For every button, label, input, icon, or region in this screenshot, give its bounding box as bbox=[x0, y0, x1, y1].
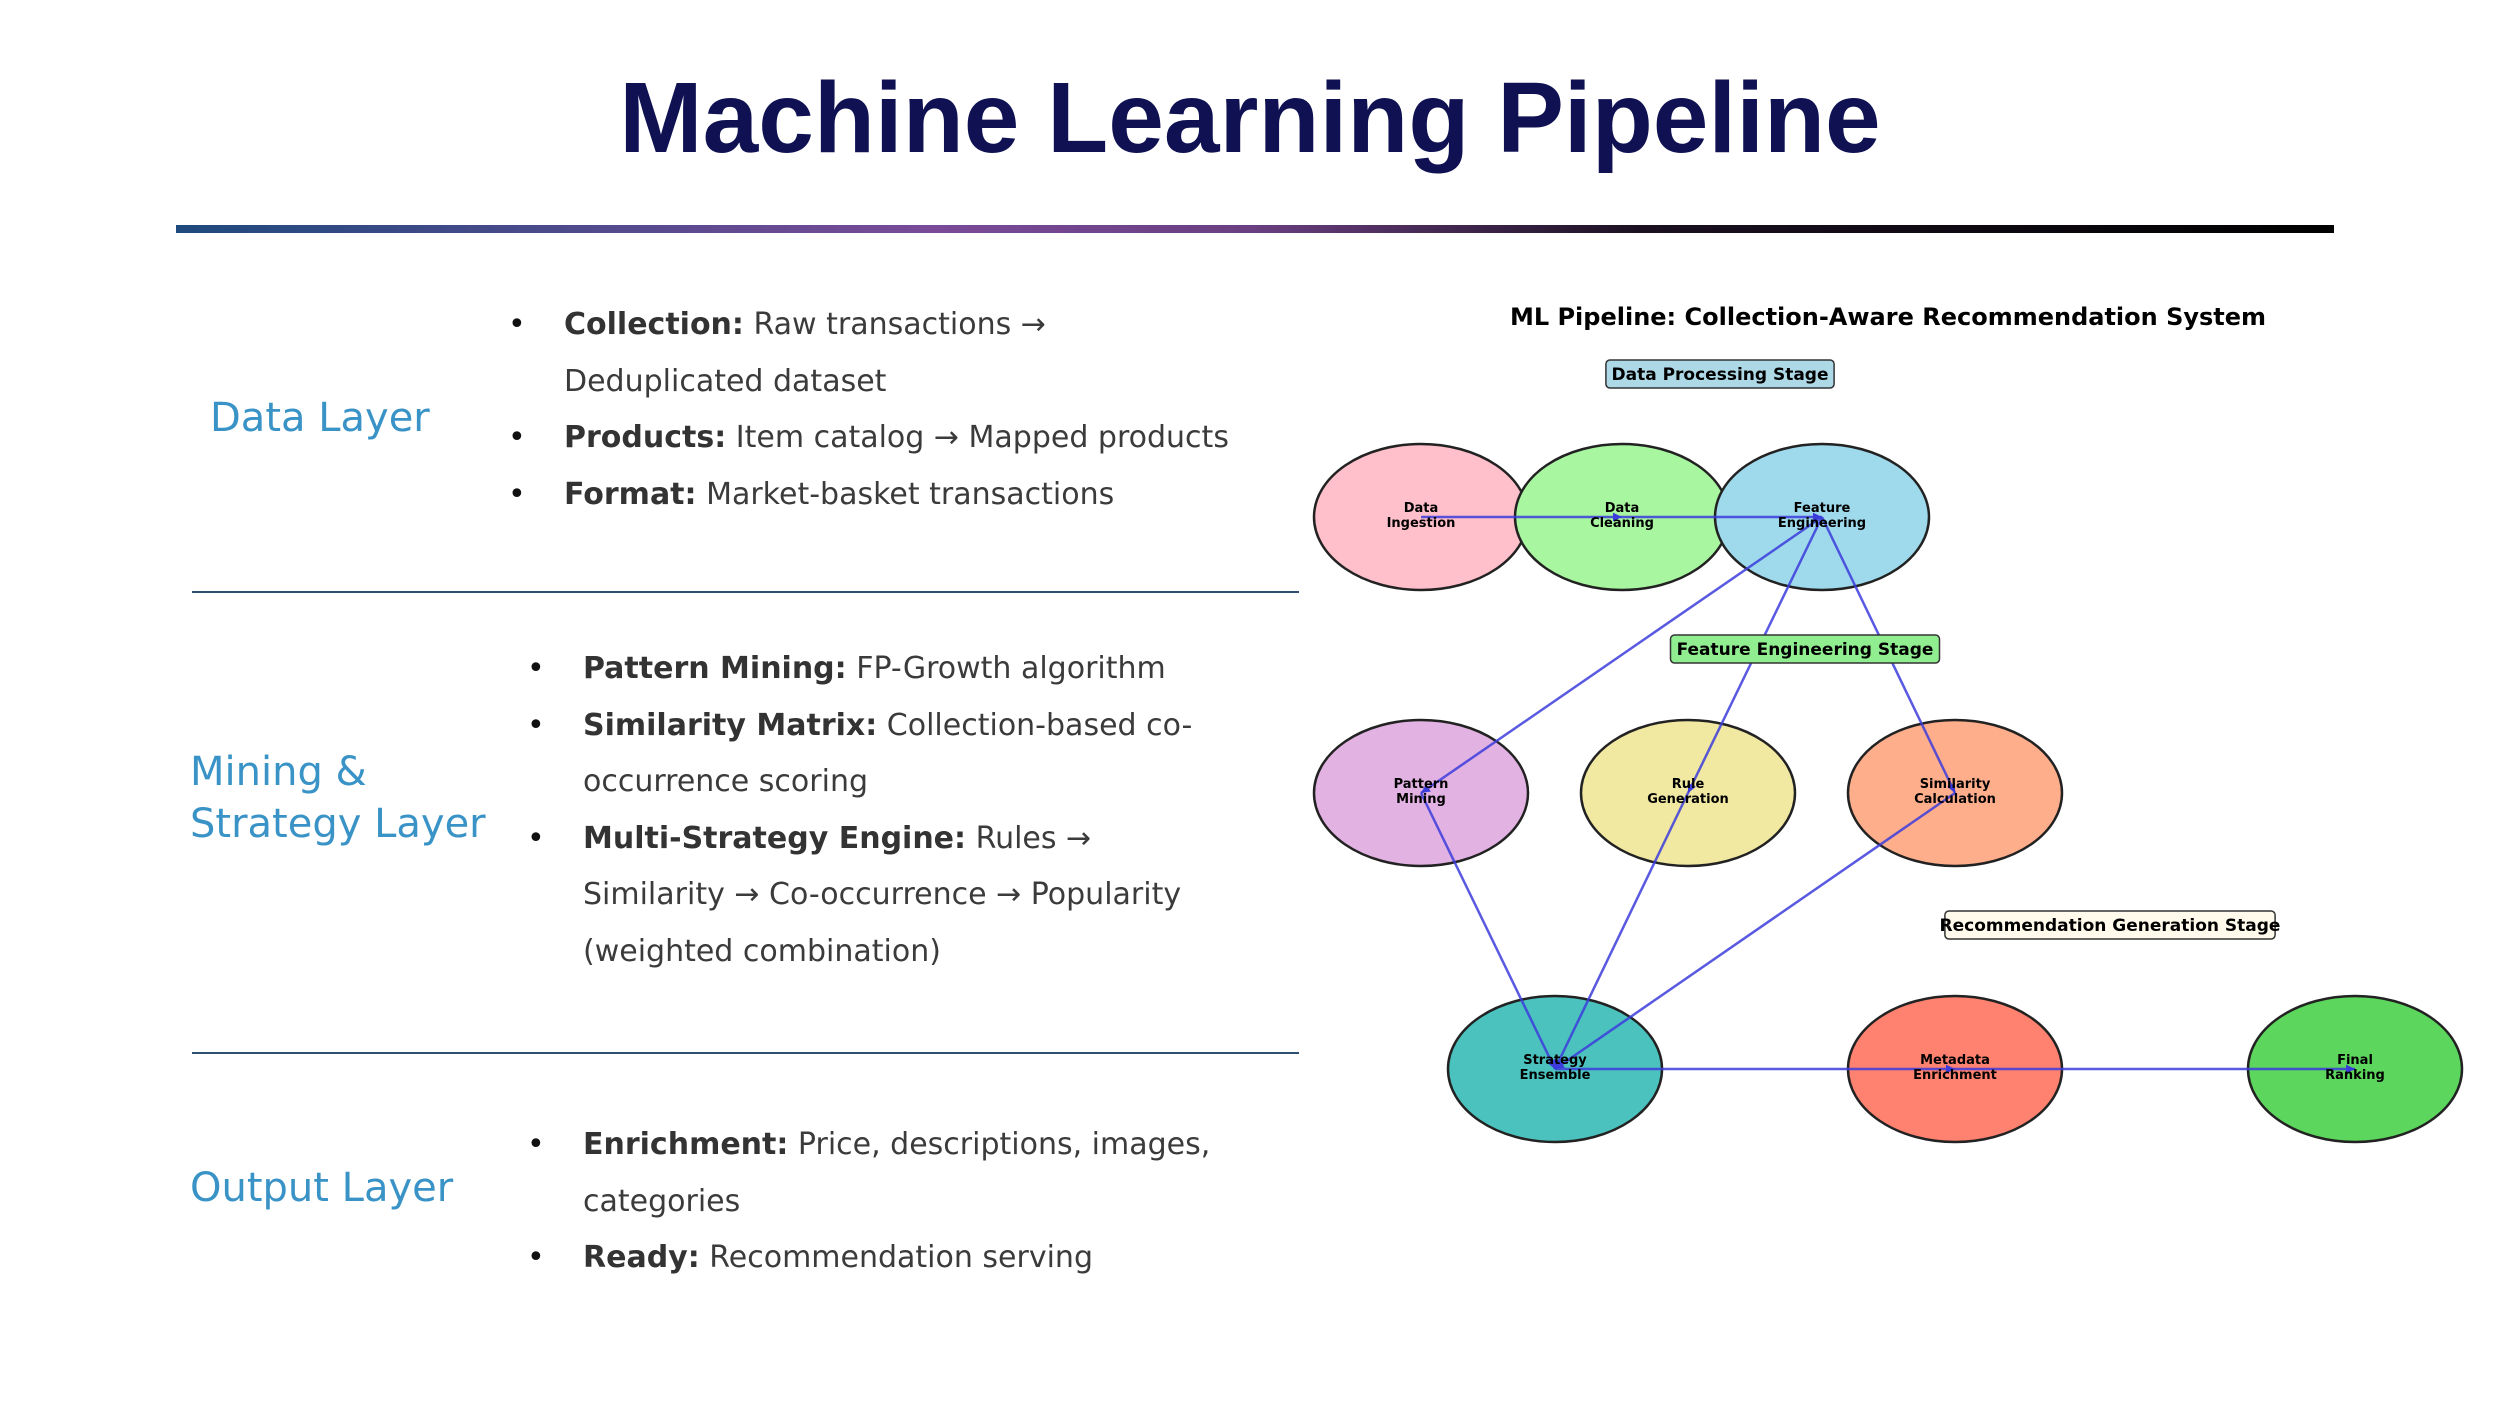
section-label-output-layer: Output Layer bbox=[190, 1165, 454, 1211]
bullet-text: Item catalog → Mapped products bbox=[735, 420, 1229, 455]
bullet-key: Similarity Matrix: bbox=[583, 707, 878, 743]
diagram-title: ML Pipeline: Collection-Aware Recommenda… bbox=[1510, 303, 2266, 331]
bullet-key: Products: bbox=[564, 420, 727, 455]
bullet-text: Rules → Similarity → Co-occurrence → Pop… bbox=[583, 820, 1182, 969]
bullet-key: Pattern Mining: bbox=[583, 651, 847, 686]
stage-label-box bbox=[1605, 359, 1835, 389]
bullet-text: FP-Growth algorithm bbox=[856, 651, 1166, 686]
section-divider bbox=[192, 1052, 1299, 1054]
bullet-text: Market-basket transactions bbox=[706, 476, 1115, 512]
edge-arrowhead bbox=[1421, 784, 1431, 793]
bullet-key: Enrichment: bbox=[583, 1127, 789, 1162]
diagram-nodes bbox=[1312, 442, 2464, 1144]
bullet-item: Multi-Strategy Engine: Rules → Similarit… bbox=[527, 811, 1227, 981]
bullet-key: Multi-Strategy Engine: bbox=[583, 820, 967, 856]
data-layer-bullets: Collection: Raw transactions → Deduplica… bbox=[508, 297, 1248, 523]
stage-label-box bbox=[1944, 910, 2276, 940]
bullet-text: Raw transactions → Deduplicated dataset bbox=[564, 307, 1046, 399]
stage-label-box bbox=[1669, 634, 1941, 664]
bullet-item: Enrichment: Price, descriptions, images,… bbox=[527, 1117, 1307, 1230]
bullet-item: Products: Item catalog → Mapped products bbox=[508, 410, 1248, 467]
stage-label-recommendation-generation: Recommendation Generation Stage bbox=[1940, 910, 2281, 940]
bullet-text: Price, descriptions, images, categories bbox=[583, 1127, 1211, 1219]
section-label-data-layer: Data Layer bbox=[210, 395, 430, 441]
mining-strategy-bullets: Pattern Mining: FP-Growth algorithm Simi… bbox=[527, 641, 1227, 980]
edge-pattern-mining-to-strategy-ensemble bbox=[1419, 792, 1557, 1070]
stage-label-data-processing: Data Processing Stage bbox=[1605, 359, 1835, 389]
edge-arrowhead bbox=[2345, 1064, 2355, 1074]
section-divider bbox=[192, 591, 1299, 593]
bullet-item: Ready: Recommendation serving bbox=[527, 1230, 1307, 1287]
bullet-text: Collection-based co-occurrence scoring bbox=[583, 707, 1193, 800]
stage-label-feature-engineering: Feature Engineering Stage bbox=[1669, 634, 1941, 664]
bullet-key: Format: bbox=[564, 476, 697, 512]
section-label-mining-strategy-layer: Mining & Strategy Layer bbox=[190, 749, 486, 847]
edge-similarity-calculation-to-strategy-ensemble bbox=[1554, 791, 1956, 1071]
pipeline-diagram: ML Pipeline: Collection-Aware Recommenda… bbox=[1312, 303, 2464, 1144]
edge-arrowhead bbox=[1945, 1064, 1955, 1074]
edge-arrowhead bbox=[1812, 512, 1822, 522]
edge-rule-generation-to-strategy-ensemble bbox=[1553, 792, 1690, 1070]
edge-arrowhead bbox=[1947, 783, 1956, 793]
bullet-item: Collection: Raw transactions → Deduplica… bbox=[508, 297, 1248, 410]
stage-label-text: Recommendation Generation Stage bbox=[1940, 916, 2281, 936]
bullet-key: Ready: bbox=[583, 1240, 700, 1275]
bullet-item: Pattern Mining: FP-Growth algorithm bbox=[527, 641, 1227, 698]
edge-arrowhead bbox=[1612, 512, 1622, 522]
bullet-text: Recommendation serving bbox=[709, 1240, 1093, 1275]
bullet-key: Collection: bbox=[564, 307, 744, 342]
edge-arrowhead bbox=[1688, 783, 1696, 793]
bullet-item: Similarity Matrix: Collection-based co-o… bbox=[527, 698, 1227, 811]
bullet-item: Format: Market-basket transactions bbox=[508, 467, 1248, 524]
edge-feature-engineering-to-pattern-mining bbox=[1420, 515, 1823, 795]
edge-arrowhead bbox=[1547, 1059, 1555, 1069]
edge-arrowhead bbox=[1555, 1060, 1565, 1069]
output-layer-bullets: Enrichment: Price, descriptions, images,… bbox=[527, 1117, 1307, 1287]
page-title: Machine Learning Pipeline bbox=[619, 62, 1881, 174]
title-underline bbox=[176, 225, 2334, 233]
stage-label-text: Feature Engineering Stage bbox=[1677, 640, 1934, 660]
stage-label-text: Data Processing Stage bbox=[1611, 365, 1828, 385]
